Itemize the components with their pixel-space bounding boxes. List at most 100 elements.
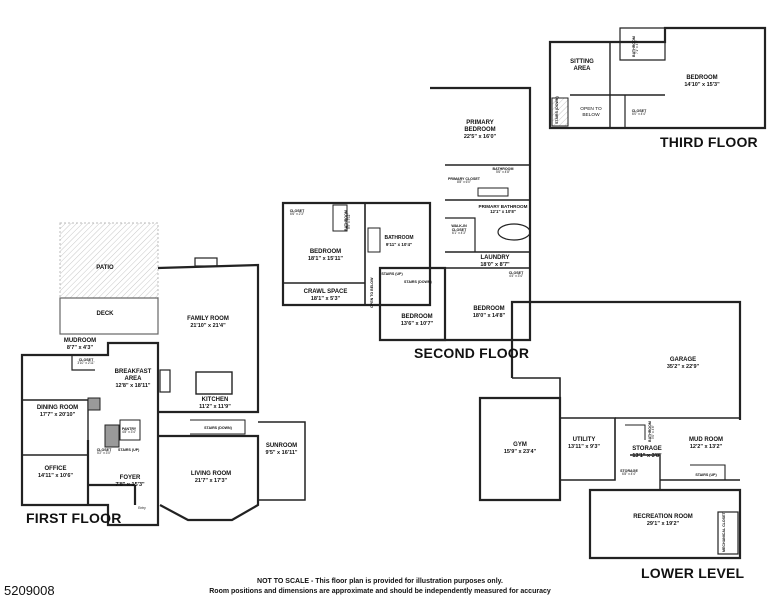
room-name: GARAGE — [669, 357, 697, 363]
room-dimensions: 29'1" x 19'2" — [646, 520, 680, 527]
room-dimensions: 13'1" x 3'8" — [632, 452, 662, 459]
room-name: MUD ROOM — [689, 437, 723, 443]
room-name: OPEN TO BELOW — [580, 107, 602, 118]
room-dimensions: 22'5" x 16'0" — [463, 133, 497, 140]
room-name: FAMILY ROOM — [187, 316, 229, 322]
room-name: MUDROOM — [63, 338, 97, 344]
room-dimensions: 35'2" x 22'9" — [666, 363, 700, 370]
room-name: BEDROOM — [686, 75, 718, 81]
room-label-stairs-down-2: STAIRS (DOWN) — [404, 280, 432, 284]
patio-area — [59, 222, 159, 299]
room-label-closet-foyer: CLOSET 5'2" x 3'0" — [94, 448, 114, 456]
room-label-sitting-area: SITTING AREA — [564, 59, 600, 73]
room-dimensions: 21'7" x 17'3" — [194, 477, 228, 484]
room-label-third-bedroom: BEDROOM 14'10" x 15'3" — [680, 75, 724, 88]
kitchen-counter — [159, 369, 171, 393]
room-name: Entry — [138, 506, 146, 510]
main-walls — [20, 341, 160, 527]
primary-tub — [497, 223, 531, 241]
foyer-walls — [86, 440, 137, 505]
room-name: STAIRS (DOWN) — [404, 280, 432, 284]
room-label-lower-bathroom: BATHROOM 5'0" x 4'6" — [648, 420, 656, 444]
room-name: CLOSET — [289, 209, 305, 213]
room-dimensions: 6'6" x 2'3" — [290, 212, 304, 217]
rec-room-walls — [588, 488, 742, 560]
room-label-sunroom: SUNROOM 9'5" x 16'11" — [259, 443, 304, 456]
room-label-closet: CLOSET 3'10" x 2'11" — [74, 358, 98, 366]
third-stairs — [551, 97, 569, 127]
room-name: BREAKFAST AREA — [114, 369, 152, 382]
room-dimensions: 7'1" x 4'9" — [635, 40, 640, 54]
room-dimensions: 18'0" x 14'8" — [472, 312, 506, 319]
room-label-bedroom-a: BEDROOM 18'1" x 15'11" — [298, 249, 353, 262]
room-label-bedroom-c: BEDROOM 18'0" x 14'8" — [466, 306, 512, 319]
mechanical-closet — [717, 511, 739, 555]
room-name: LIVING ROOM — [190, 471, 232, 477]
room-label-crawl-space: CRAWL SPACE 18'1" x 5'3" — [298, 289, 353, 302]
room-dimensions: 15'9" x 23'4" — [503, 448, 537, 455]
room-name: DINING ROOM — [36, 405, 79, 411]
room-label-kitchen: KITCHEN 11'2" x 11'9" — [195, 397, 235, 410]
room-name: GYM — [513, 442, 527, 448]
room-name: BEDROOM — [309, 249, 342, 255]
sunroom-walls — [258, 421, 306, 501]
room-name: BEDROOM — [401, 314, 433, 320]
room-label-walk-in-closet: WALK-IN CLOSET 6'1" x 4'3" — [448, 224, 470, 236]
room-name: FOYER — [119, 475, 141, 481]
room-label-closet-b: CLOSET 4'4" x 3'4" — [505, 271, 527, 279]
listing-id: 5209008 — [4, 583, 55, 598]
room-name: CLOSET — [508, 271, 524, 275]
room-dimensions: 12'8" x 18'11" — [115, 382, 151, 389]
room-label-primary-bathroom: PRIMARY BATHROOM 12'1" x 10'8" — [478, 204, 528, 214]
room-name: STAIRS (UP) — [381, 272, 403, 276]
room-dimensions: 9'11" x 10'4" — [385, 241, 413, 247]
fireplace-first — [194, 257, 218, 267]
lower-level-walls — [478, 300, 742, 560]
room-name: STORAGE — [632, 446, 662, 452]
room-label-breakfast-area: BREAKFAST AREA 12'8" x 18'11" — [108, 369, 158, 389]
room-label-stairs-up-2: STAIRS (UP) — [380, 272, 404, 276]
room-label-pantry: PANTRY 4'8" x 3'4" — [118, 427, 140, 435]
room-name: STORAGE — [620, 469, 638, 473]
room-name: PRIMARY BEDROOM — [464, 120, 496, 133]
room-name: CLOSET — [96, 448, 112, 452]
room-name: MECHANICAL CLOSET — [722, 512, 726, 552]
room-label-storage-b: STORAGE 6'8" x 4'4" — [618, 469, 640, 477]
room-label-closet-a: CLOSET 6'6" x 2'3" — [286, 209, 308, 217]
room-dimensions: 8'7" x 4'3" — [66, 344, 94, 351]
room-dimensions: 9'5" x 16'11" — [265, 449, 298, 456]
room-name: OFFICE — [44, 466, 67, 472]
room-dimensions: 14'11" x 10'6" — [37, 472, 74, 479]
room-dimensions: 18'1" x 5'3" — [310, 295, 341, 302]
room-dimensions: 14'10" x 15'3" — [684, 81, 720, 88]
room-label-stairs-up: STAIRS (UP) — [118, 448, 139, 452]
room-dimensions: 4'8" x 3'4" — [122, 430, 136, 435]
room-label-mud-room: MUD ROOM 12'2" x 13'2" — [686, 437, 726, 450]
room-name: RECREATION ROOM — [633, 514, 693, 520]
deck-area — [59, 297, 159, 335]
room-dimensions: 11'2" x 11'9" — [199, 403, 231, 410]
room-label-office: OFFICE 14'11" x 10'6" — [33, 466, 78, 479]
room-name: STAIRS (UP) — [695, 473, 717, 477]
room-dimensions: 4'4" x 3'4" — [509, 274, 523, 279]
room-label-third-stairs: STAIRS (DOWN) — [555, 96, 559, 124]
left-wing-walls — [281, 201, 432, 307]
column-fill — [87, 397, 101, 411]
room-name: PANTRY — [121, 427, 137, 431]
room-label-primary-closet: PRIMARY CLOSET 8'8" x 6'0" — [448, 177, 480, 185]
room-label-utility: UTILITY 13'11" x 9'3" — [563, 437, 605, 450]
room-name: WALK-IN CLOSET — [451, 224, 467, 233]
room-label-bathroom-1: BATHROOM 5'6" x 4'8" — [492, 167, 514, 175]
room-label-stairs-down: STAIRS (DOWN) — [198, 426, 238, 430]
room-name: CLOSET — [78, 358, 94, 362]
room-name: CLOSET — [631, 109, 647, 113]
room-name: SUNROOM — [265, 443, 298, 449]
room-dimensions: 17'7" x 20'10" — [39, 411, 76, 418]
second-floor-title: SECOND FLOOR — [414, 345, 530, 361]
room-label-lower-stairs-up: STAIRS (UP) — [692, 473, 720, 477]
room-dimensions: 5'6" x 4'8" — [496, 170, 510, 175]
room-dimensions: 8'5" x 5'11" — [347, 213, 352, 229]
room-label-garage: GARAGE 35'2" x 22'9" — [660, 357, 706, 370]
